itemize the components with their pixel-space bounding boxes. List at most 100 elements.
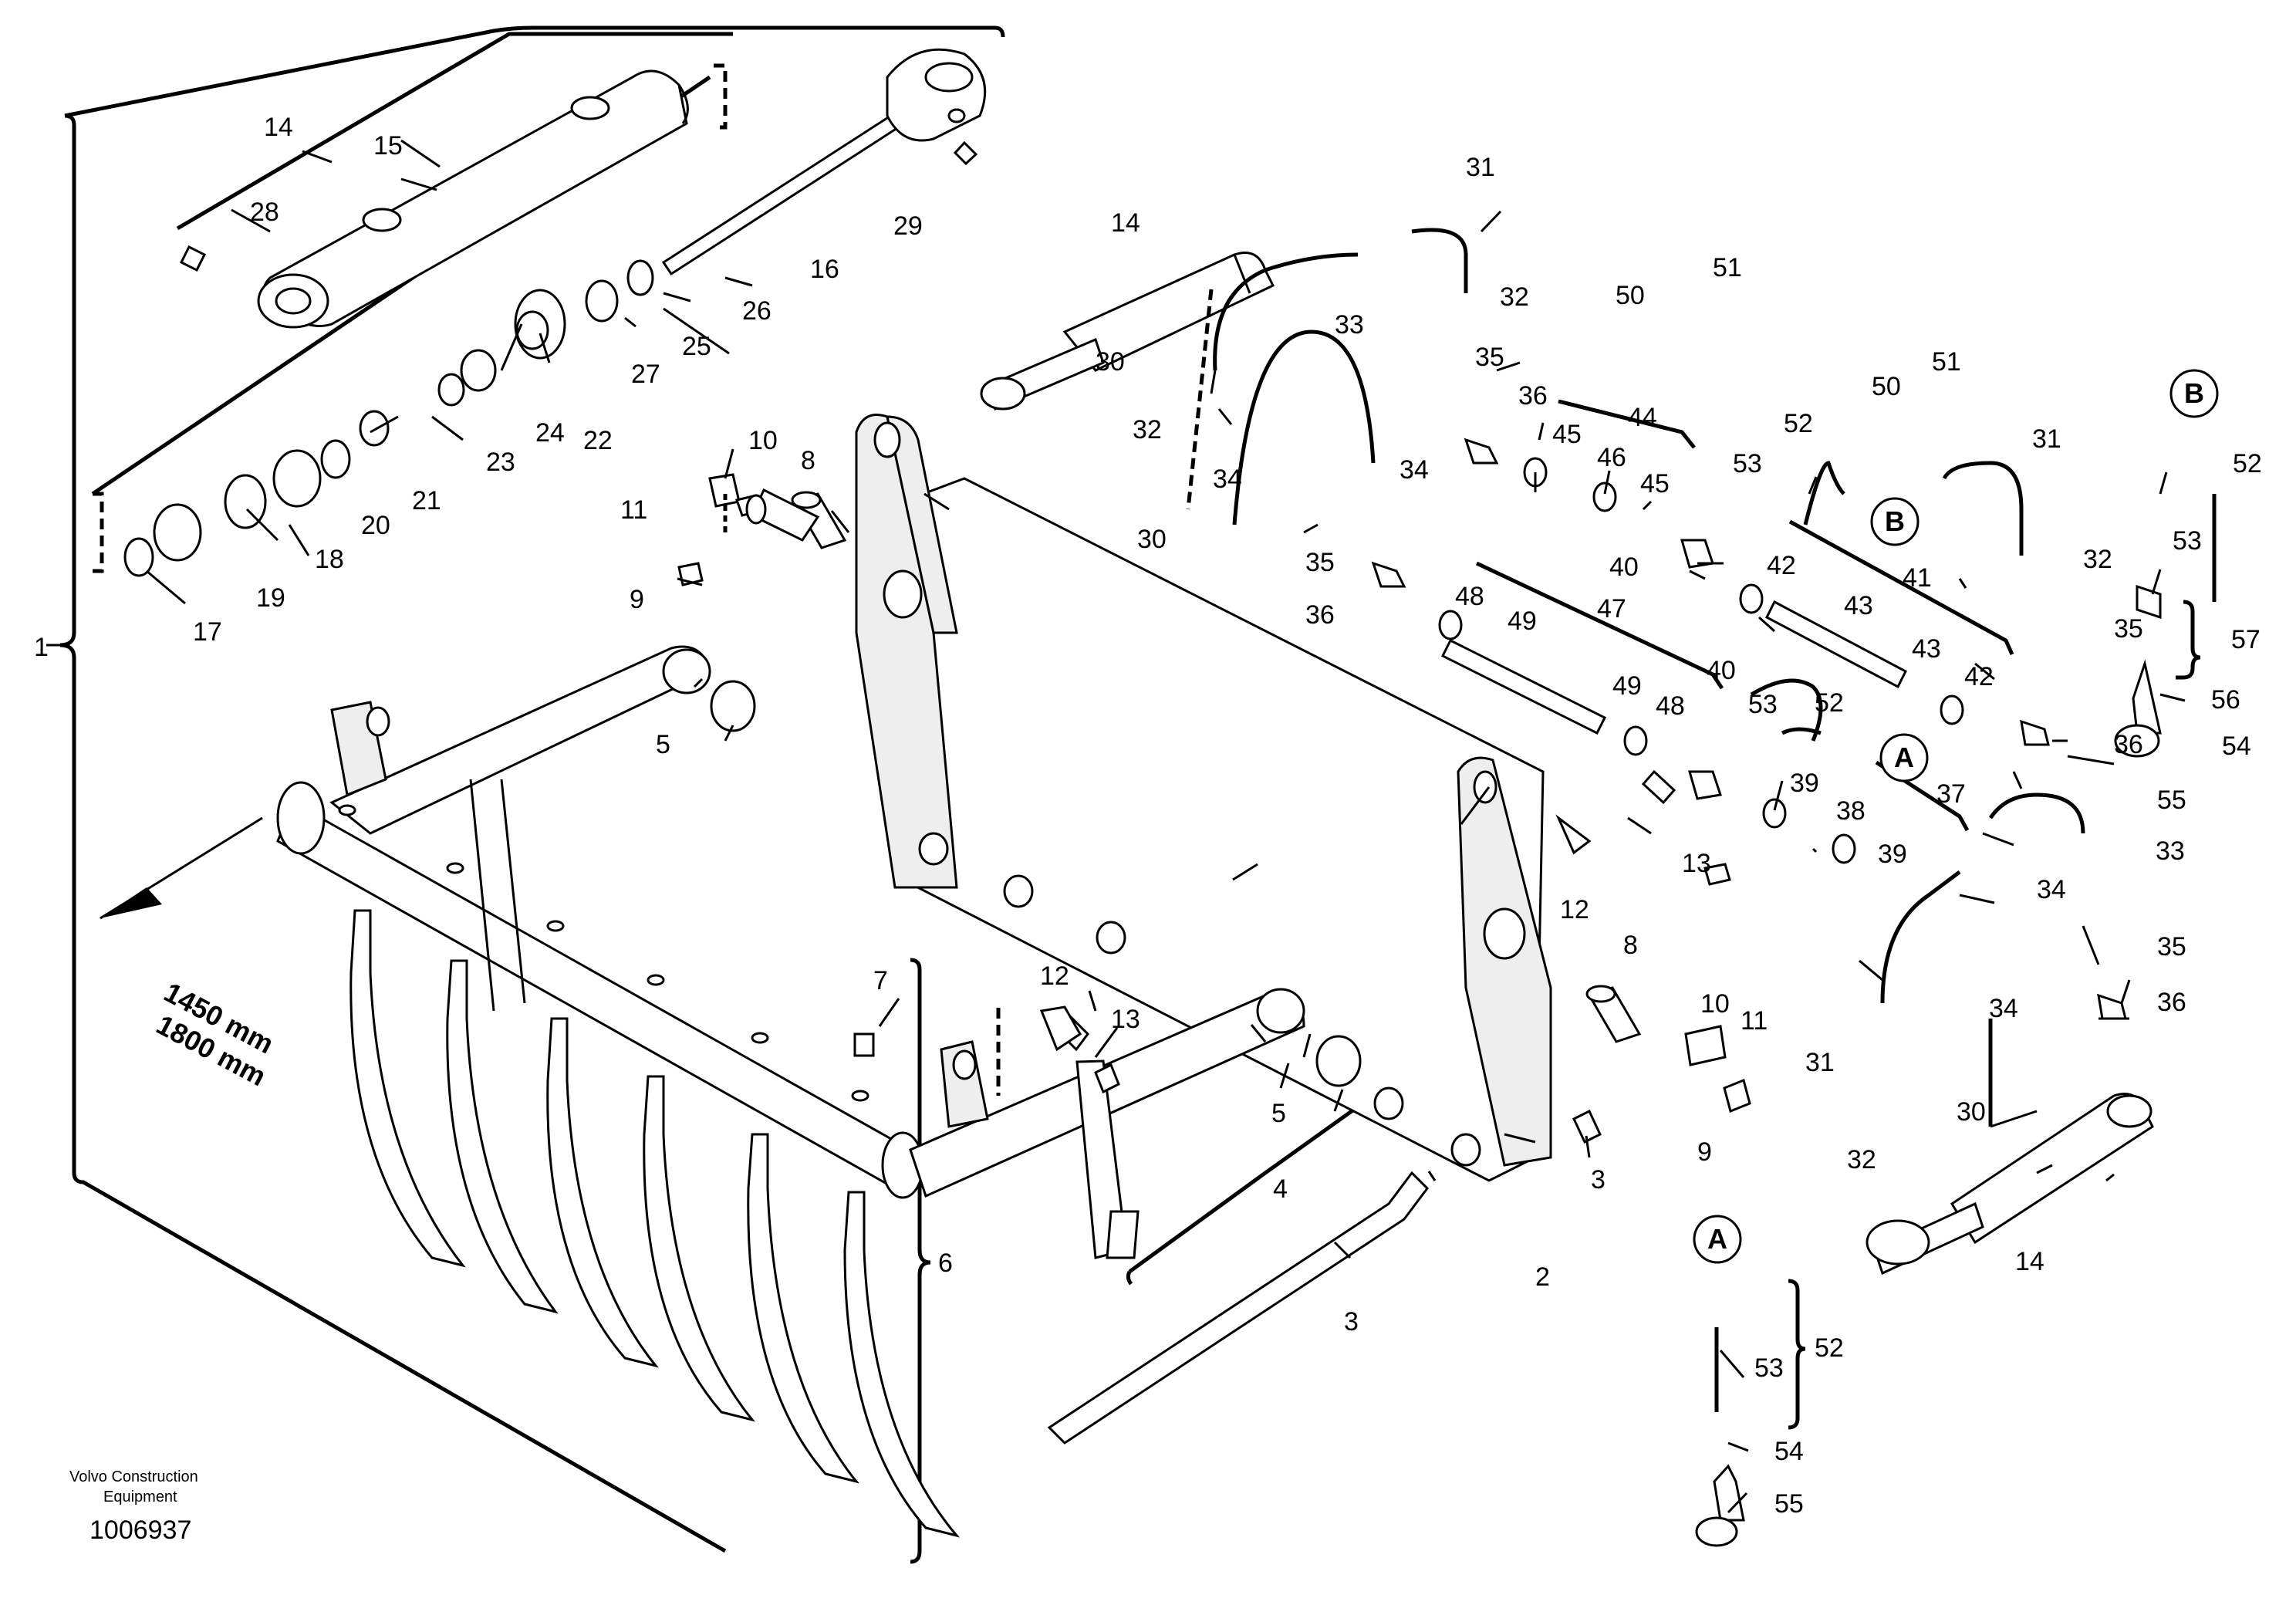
callout-45a: 45 [1552,420,1582,449]
bracket-kit-52-bottom [1788,1279,1806,1430]
leader-lines [46,139,2186,1514]
svg-text:B: B [1885,505,1905,537]
ref-circle-a-top: A [1879,733,1929,782]
callout-45b: 45 [1640,469,1670,498]
callout-20: 20 [361,511,390,540]
callout-31a: 31 [1466,153,1495,182]
cylinder-top [980,252,1275,510]
callout-15: 15 [373,131,403,161]
callout-54a: 54 [2222,732,2251,761]
callout-labels: 1 2 3 3 4 5 5 6 7 8 8 9 9 10 10 11 11 12… [34,113,2262,1519]
callout-7: 7 [873,966,888,995]
bracket-kit-47 [1475,561,1724,690]
callout-46: 46 [1597,443,1626,472]
callout-32c: 32 [2083,545,2112,574]
bracket-grapple [910,958,931,1564]
callout-24: 24 [535,418,565,448]
callout-34b: 34 [1400,455,1429,485]
callout-52c: 52 [2233,449,2262,478]
callout-47: 47 [1597,594,1626,623]
dimension-labels: 1450 mm 1800 mm [151,976,279,1093]
callout-57: 57 [2231,625,2261,654]
callout-49b: 49 [1612,671,1642,701]
callout-3b: 3 [1591,1165,1606,1195]
callout-18: 18 [315,545,344,574]
document-number: 1006937 [89,1516,191,1545]
callout-51b: 51 [1932,347,1961,377]
callout-40a: 40 [1609,552,1639,582]
brand-block: Volvo Construction Equipment 1006937 [69,1468,198,1545]
callout-36a: 36 [1518,381,1548,411]
bracket-kit-56 [2176,600,2201,680]
ref-circle-b-mid: B [1870,497,1920,546]
bracket-kit-41 [1788,519,2014,656]
pins-bushings [677,473,1751,1445]
callout-28: 28 [250,198,279,227]
cylinder-bottom [1866,1093,2154,1276]
callout-53a: 53 [1733,449,1762,478]
callout-31c: 31 [1805,1048,1835,1077]
callout-43a: 43 [1844,591,1873,620]
callout-29: 29 [893,211,923,241]
callout-50b: 50 [1872,372,1901,401]
callout-53c: 53 [2173,526,2202,556]
callout-36b: 36 [1305,600,1335,630]
ref-circle-b-right: B [2169,369,2219,418]
callout-8a: 8 [801,446,815,475]
callout-55a: 55 [2157,786,2186,815]
callout-52a: 52 [1784,409,1813,438]
callout-33b: 33 [2156,836,2185,866]
callout-35c: 35 [2114,614,2143,644]
callout-52b: 52 [1815,688,1844,718]
callout-54b: 54 [1774,1437,1804,1466]
callout-49a: 49 [1508,607,1537,636]
callout-11a: 11 [620,495,647,525]
callout-14c: 14 [2015,1247,2044,1276]
callout-52d: 52 [1815,1333,1844,1363]
brand-line-1: Volvo Construction [69,1468,198,1485]
callout-40b: 40 [1707,656,1736,685]
callout-34d: 34 [1989,994,2018,1023]
callout-10b: 10 [1700,989,1730,1019]
callout-41: 41 [1903,563,1932,593]
callout-32b: 32 [1133,415,1162,444]
callout-32a: 32 [1500,282,1529,312]
callout-14b: 14 [1111,208,1140,238]
callout-44: 44 [1628,403,1657,432]
svg-text:B: B [2184,377,2204,409]
grapple-assembly [276,645,1305,1538]
callout-42a: 42 [1767,551,1796,580]
callout-27: 27 [631,360,660,389]
callout-25: 25 [682,332,711,361]
callout-35b: 35 [1305,548,1335,577]
hoses [1213,228,2217,1412]
callout-34c: 34 [2037,875,2066,904]
callout-6: 6 [938,1249,953,1278]
callout-39a: 39 [1790,769,1819,798]
callout-16: 16 [810,255,839,284]
callout-4: 4 [1273,1174,1288,1204]
callout-26: 26 [742,296,772,326]
bracket-hose-kit-44 [1558,399,1696,449]
callout-22: 22 [583,426,613,455]
cylinder-exploded [93,48,987,577]
ref-circle-a-bottom: A [1693,1215,1742,1264]
callout-53d: 53 [1754,1353,1784,1383]
callout-48a: 48 [1455,582,1484,611]
callout-30b: 30 [1137,525,1167,554]
callout-43b: 43 [1912,634,1941,664]
callout-50a: 50 [1616,281,1645,310]
callout-32d: 32 [1847,1145,1876,1174]
tines [349,909,961,1538]
cyl-seal-group [123,245,654,577]
svg-text:A: A [1894,742,1914,773]
callout-35d: 35 [2157,932,2186,961]
callout-13a: 13 [1682,849,1711,878]
frame [855,414,1552,1182]
callout-42b: 42 [1964,662,1994,691]
callout-21: 21 [412,486,441,515]
pipes-fittings [1371,438,2162,1547]
callout-23: 23 [486,448,515,477]
callout-11b: 11 [1741,1006,1768,1036]
